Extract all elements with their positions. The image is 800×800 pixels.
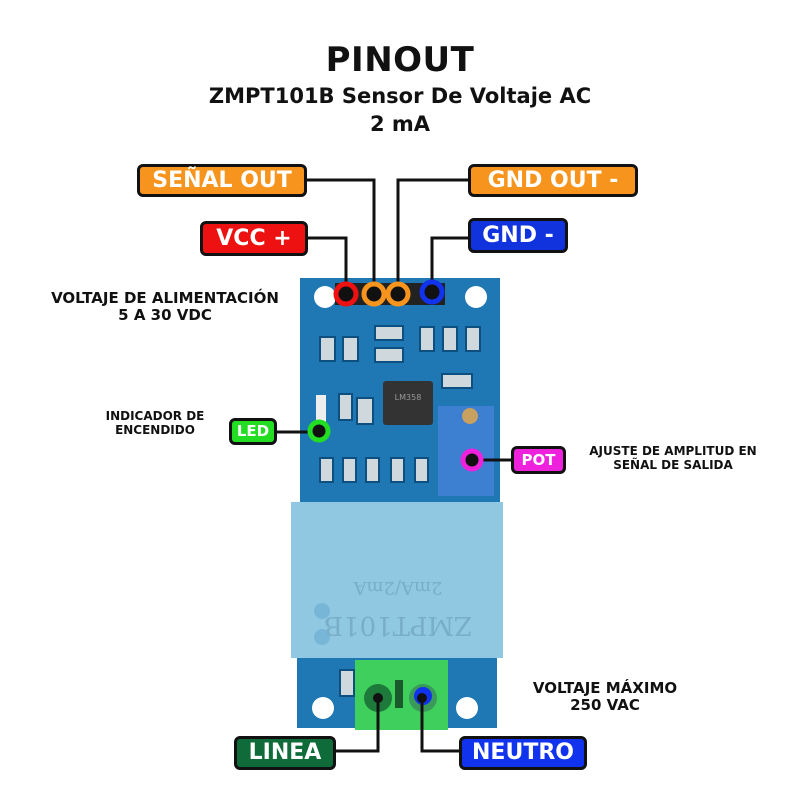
- mount-hole: [314, 286, 336, 308]
- note-max-line1: VOLTAJE MÁXIMO: [532, 679, 678, 697]
- label-linea: LINEA: [234, 736, 336, 770]
- mount-hole: [456, 697, 478, 719]
- note-led: INDICADOR DE ENCENDIDO: [70, 409, 240, 438]
- pin-pot[interactable]: [460, 448, 484, 472]
- linea-dot: [373, 693, 383, 703]
- transformer-dot: [314, 603, 330, 619]
- label-pot: POT: [511, 446, 566, 474]
- note-max-line2: 250 VAC: [570, 696, 640, 715]
- ic-label: LM358: [395, 393, 422, 402]
- pin-led[interactable]: [307, 419, 331, 443]
- note-supply-line2: 5 A 30 VDC: [118, 306, 212, 325]
- ic-chip: [383, 381, 433, 425]
- label-neutro: NEUTRO: [459, 736, 587, 770]
- note-pot-line1: AJUSTE DE AMPLITUD EN: [589, 444, 757, 458]
- label-led: LED: [229, 418, 277, 445]
- transformer-rating: 2mA/2mA: [352, 577, 442, 598]
- note-pot: AJUSTE DE AMPLITUD EN SEÑAL DE SALIDA: [568, 444, 778, 473]
- note-supply-line1: VOLTAJE DE ALIMENTACIÓN: [51, 289, 279, 307]
- led-component: [316, 395, 326, 423]
- current-rating: 2 mA: [369, 112, 431, 136]
- terminal-divider: [395, 680, 403, 708]
- transformer-dot: [314, 629, 330, 645]
- pin-vcc[interactable]: [333, 281, 359, 307]
- label-gnd: GND -: [468, 218, 568, 253]
- note-pot-line2: SEÑAL DE SALIDA: [613, 457, 733, 472]
- page-title: PINOUT: [325, 40, 475, 80]
- note-led-line1: INDICADOR DE: [105, 409, 205, 423]
- transformer-model: ZMPT101B: [324, 610, 472, 640]
- label-vcc: VCC +: [200, 221, 308, 256]
- pin-senal-out[interactable]: [361, 281, 387, 307]
- pin-gnd-out[interactable]: [385, 281, 411, 307]
- neutro-dot: [417, 693, 427, 703]
- mount-hole: [312, 697, 334, 719]
- pot-screw: [462, 408, 478, 424]
- note-led-line2: ENCENDIDO: [115, 422, 195, 437]
- note-max-voltage: VOLTAJE MÁXIMO 250 VAC: [505, 679, 705, 715]
- mount-hole: [465, 286, 487, 308]
- note-supply-voltage: VOLTAJE DE ALIMENTACIÓN 5 A 30 VDC: [10, 289, 320, 325]
- label-gnd-out: GND OUT -: [468, 164, 638, 197]
- label-senal-out: SEÑAL OUT: [137, 164, 307, 197]
- page-subtitle: ZMPT101B Sensor De Voltaje AC: [208, 84, 592, 108]
- pin-gnd[interactable]: [419, 279, 445, 305]
- smd-components: [319, 325, 481, 697]
